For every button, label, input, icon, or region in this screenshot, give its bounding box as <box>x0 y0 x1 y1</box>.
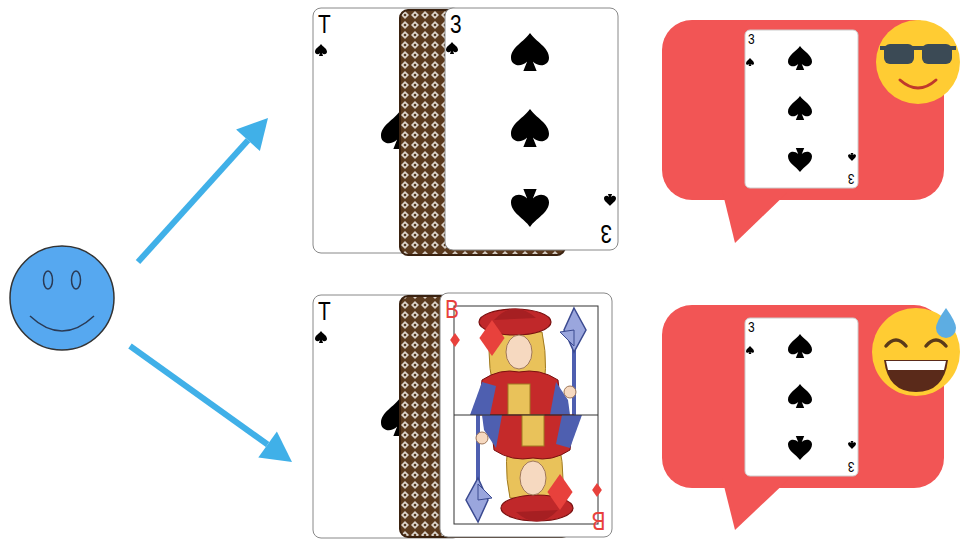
card-index: 3 <box>748 319 755 334</box>
card-index: B <box>591 508 605 534</box>
card-index: 3 <box>600 221 612 247</box>
cool-emoji <box>876 20 960 104</box>
smiley-face <box>10 246 114 350</box>
card-stack <box>313 293 612 538</box>
sweat-emoji <box>872 308 960 396</box>
card-index: T <box>318 11 331 37</box>
card-index: 3 <box>748 31 755 46</box>
card-index: T <box>318 298 331 324</box>
card-index: 3 <box>847 172 854 187</box>
card-index: B <box>445 296 459 322</box>
playing-card: T <box>313 295 461 538</box>
speech-bubble <box>662 20 944 243</box>
card-index: 3 <box>450 11 462 37</box>
playing-card: BB <box>440 293 612 537</box>
playing-card: 33 <box>445 8 618 250</box>
card-stack <box>313 8 618 255</box>
playing-card: 33 <box>745 318 858 476</box>
branch-arrow <box>138 118 268 262</box>
branch-arrow <box>130 346 292 462</box>
playing-card: T <box>313 8 461 253</box>
playing-card: 33 <box>745 30 858 188</box>
card-index: 3 <box>847 460 854 475</box>
